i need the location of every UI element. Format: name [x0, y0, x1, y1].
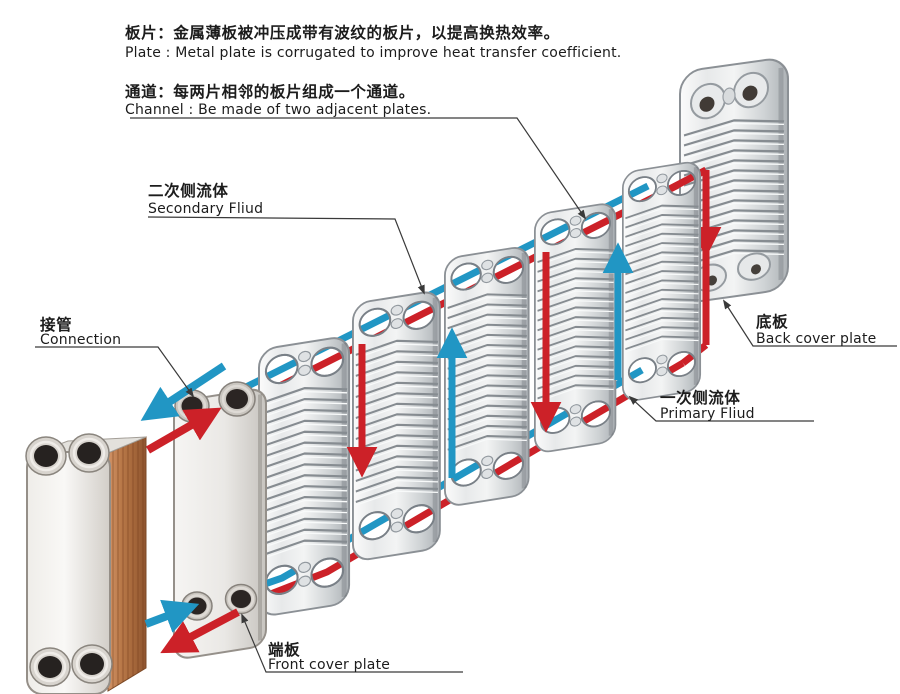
unit-nozzles — [25, 433, 113, 687]
corrugated-plate-1 — [259, 336, 349, 618]
labels: 板片：金属薄板被冲压成带有波纹的板片，以提高换热效率。 Plate : Meta… — [40, 23, 876, 673]
secondary-fluid-label-cn: 二次侧流体 — [148, 181, 229, 200]
connection-label-en: Connection — [40, 332, 121, 348]
front-cover-label-cn: 端板 — [268, 640, 300, 659]
front-plate-port-bottom-right — [224, 583, 258, 615]
secondary-fluid-leader-line — [147, 216, 425, 295]
primary-fluid-label-en: Primary Fliud — [660, 406, 755, 422]
connection-label-cn: 接管 — [40, 315, 72, 334]
leader-lines — [35, 117, 897, 673]
primary-outlet-arrow — [160, 608, 240, 654]
secondary-inlet-arrow — [144, 599, 200, 633]
front-cover-label-en: Front cover plate — [268, 657, 390, 673]
front-plate-port-top-right — [218, 381, 256, 417]
channel-leader-line — [130, 117, 587, 220]
corrugated-plate-5 — [623, 160, 700, 402]
channel-label-cn: 通道：每两片相邻的板片组成一个通道。 — [125, 82, 415, 101]
channel-label-en: Channel : Be made of two adjacent plates… — [125, 102, 431, 118]
front-cover-leader-line — [241, 613, 463, 673]
primary-fluid-label-cn: 一次侧流体 — [660, 388, 741, 407]
secondary-fluid-label-en: Secondary Fliud — [148, 201, 263, 217]
back-cover-label-en: Back cover plate — [756, 331, 876, 347]
channel-flow-arrows — [346, 242, 634, 478]
complete-unit — [25, 433, 147, 694]
unit-copper-side — [107, 436, 147, 692]
plate-label-en: Plate : Metal plate is corrugated to imp… — [125, 45, 621, 61]
primary-inlet-arrow — [146, 407, 222, 454]
back-cover-label-cn: 底板 — [756, 312, 788, 331]
port-arrows — [140, 362, 240, 654]
back-cover-leader-line — [722, 299, 897, 347]
front-cover-plate — [173, 381, 267, 659]
plate-label-cn: 板片：金属薄板被冲压成带有波纹的板片，以提高换热效率。 — [125, 23, 560, 42]
primary-fluid-leader-line — [628, 395, 814, 422]
connection-leader-line — [35, 346, 195, 398]
